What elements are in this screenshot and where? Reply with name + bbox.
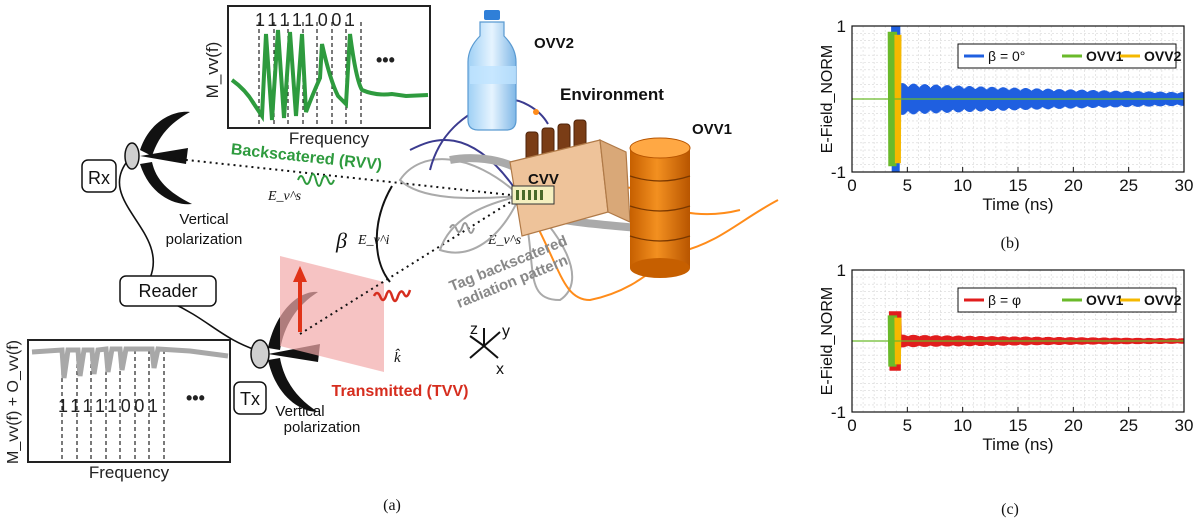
- x-tick-label: 0: [847, 416, 856, 435]
- bottom-inset-bits: 11111001: [58, 396, 162, 416]
- e-vi-label: E_v^i: [357, 233, 390, 248]
- rx-label: Rx: [88, 168, 110, 188]
- y-axis-label: E-Field_NORM: [819, 287, 836, 395]
- legend-label: OVV2: [1144, 292, 1182, 308]
- beer-crate: [509, 109, 631, 237]
- x-axis-label: Time (ns): [982, 435, 1053, 454]
- top-inset-bits: 11111001: [255, 10, 359, 30]
- cvv-label: CVV: [528, 171, 559, 188]
- x-tick-label: 25: [1119, 416, 1138, 435]
- tx-box: [233, 381, 267, 415]
- reader-box: [119, 275, 217, 307]
- x-tick-label: 5: [903, 416, 912, 435]
- bottom-inset-ellipsis: •••: [186, 388, 205, 408]
- e-vs-label-2: E_v^s: [487, 233, 522, 248]
- x-tick-label: 15: [1009, 416, 1028, 435]
- top-inset-curve: [230, 29, 429, 123]
- bottom-inset-curve: [31, 346, 229, 379]
- backscattered-wave: [297, 173, 335, 187]
- legend-label: OVV1: [1086, 292, 1124, 308]
- axis-z-label: z: [470, 321, 478, 338]
- axis-x-label: x: [496, 361, 504, 378]
- top-inset-xlabel: Frequency: [289, 129, 370, 148]
- tx-label: Tx: [240, 389, 260, 409]
- y-tick-label: -1: [831, 163, 846, 182]
- y-axis-label: E-Field_NORM: [819, 45, 836, 153]
- bottom-inset-xlabel: Frequency: [89, 463, 170, 482]
- bottom-inset-chart: 11111001 ••• M_vv(f) + O_vv(f) Frequency: [5, 339, 231, 482]
- rx-box: [81, 159, 117, 193]
- x-tick-label: 10: [953, 416, 972, 435]
- tx-polarization-line2: polarization: [284, 419, 361, 436]
- beta-label: β: [335, 228, 347, 253]
- axis-y-label: y: [502, 323, 510, 340]
- incident-wave: [372, 289, 412, 303]
- x-tick-label: 30: [1175, 176, 1194, 195]
- barrel: [629, 137, 691, 278]
- x-axis-label: Time (ns): [982, 195, 1053, 214]
- bottom-inset-ylabel: M_vv(f) + O_vv(f): [5, 340, 22, 464]
- panel-a: 11111001 ••• M_vv(f) Frequency 11111001 …: [5, 5, 779, 514]
- rx-polarization-line1: Vertical: [179, 211, 228, 228]
- top-inset-chart: 11111001 ••• M_vv(f) Frequency: [203, 5, 431, 148]
- y-tick-label: -1: [831, 403, 846, 422]
- caption-b: (b): [1001, 235, 1020, 252]
- top-inset-ylabel: M_vv(f): [203, 42, 222, 99]
- x-tick-label: 20: [1064, 416, 1083, 435]
- top-inset-ellipsis: •••: [376, 50, 395, 70]
- rx-antenna: [124, 111, 192, 205]
- x-tick-label: 30: [1175, 416, 1194, 435]
- series-3-line: [894, 34, 902, 164]
- water-bottle: [467, 10, 517, 131]
- ovv2-label: OVV2: [534, 35, 574, 52]
- transmitted-label: Transmitted (TVV): [332, 383, 469, 400]
- ovv1-label: OVV1: [692, 121, 732, 138]
- reader-label: Reader: [138, 281, 197, 301]
- legend-label: β = 0°: [988, 48, 1025, 64]
- e-vs-label-1: E_v^s: [267, 189, 302, 204]
- series-3-line: [894, 317, 902, 365]
- environment-label: Environment: [560, 85, 664, 104]
- y-tick-label: 1: [837, 261, 846, 280]
- caption-a: (a): [383, 497, 401, 514]
- x-tick-label: 15: [1009, 176, 1028, 195]
- legend-label: OVV1: [1086, 48, 1124, 64]
- x-tick-label: 5: [903, 176, 912, 195]
- rx-polarization-line2: polarization: [166, 231, 243, 248]
- x-tick-label: 10: [953, 176, 972, 195]
- legend-label: β = φ: [988, 292, 1021, 308]
- axis-glyph: [469, 328, 501, 359]
- y-tick-label: 1: [837, 17, 846, 36]
- tx-polarization-line1: Vertical: [275, 403, 324, 420]
- caption-c: (c): [1001, 501, 1019, 518]
- x-tick-label: 0: [847, 176, 856, 195]
- legend-label: OVV2: [1144, 48, 1182, 64]
- x-tick-label: 25: [1119, 176, 1138, 195]
- k-hat-label: k̂: [394, 349, 401, 366]
- cables: [118, 157, 263, 353]
- x-tick-label: 20: [1064, 176, 1083, 195]
